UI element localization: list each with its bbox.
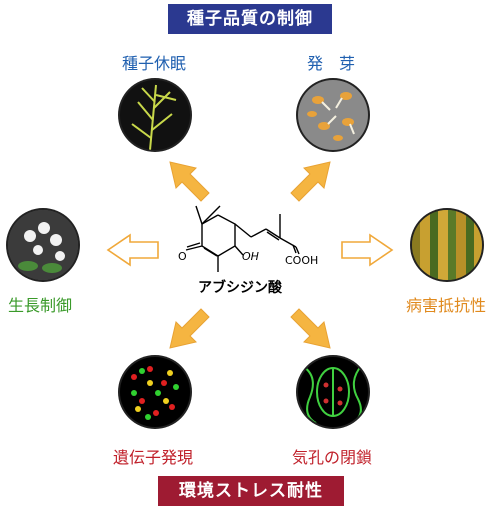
stomatal-closure-label: 気孔の閉鎖 — [292, 448, 373, 467]
keto-oxygen: O — [178, 250, 187, 263]
germinating-seeds-image — [307, 92, 355, 141]
stomatal-closure-photo — [298, 357, 368, 427]
arrow-to-growth-control — [106, 233, 159, 267]
seed-dormancy-photo — [120, 80, 190, 150]
stress-tolerance-banner: 環境ストレス耐性 — [158, 476, 344, 506]
seed-quality-banner: 種子品質の制御 — [168, 4, 332, 34]
arrow-to-seed-dormancy — [169, 161, 210, 202]
disease-resistance-label: 病害抵抗性 — [406, 296, 487, 315]
arrow-to-disease-resistance — [341, 233, 394, 267]
seed-dormancy-label: 種子休眠 — [122, 54, 187, 73]
gene-expression-photo — [120, 357, 190, 427]
arrow-to-germination — [290, 161, 331, 202]
flowering-plant-image — [8, 210, 78, 280]
carboxyl-group: COOH — [285, 254, 319, 267]
arrow-to-stomatal-closure — [290, 308, 331, 349]
germination-label: 発 芽 — [307, 54, 356, 73]
hydroxyl-group: OH — [242, 250, 259, 263]
guard-cells-image — [303, 364, 363, 424]
diseased-leaf-image — [412, 210, 482, 280]
growth-control-label: 生長制御 — [8, 296, 73, 315]
seed-pods-image — [131, 84, 177, 150]
gene-expression-label: 遺伝子発現 — [113, 448, 194, 467]
growth-control-photo — [8, 210, 78, 280]
disease-resistance-photo — [412, 210, 482, 280]
arrow-to-gene-expression — [169, 308, 210, 349]
germination-photo — [298, 80, 368, 150]
abscisic-acid-structure — [185, 205, 300, 272]
microarray-image — [131, 366, 179, 420]
abscisic-acid-label: アブシジン酸 — [198, 280, 282, 296]
